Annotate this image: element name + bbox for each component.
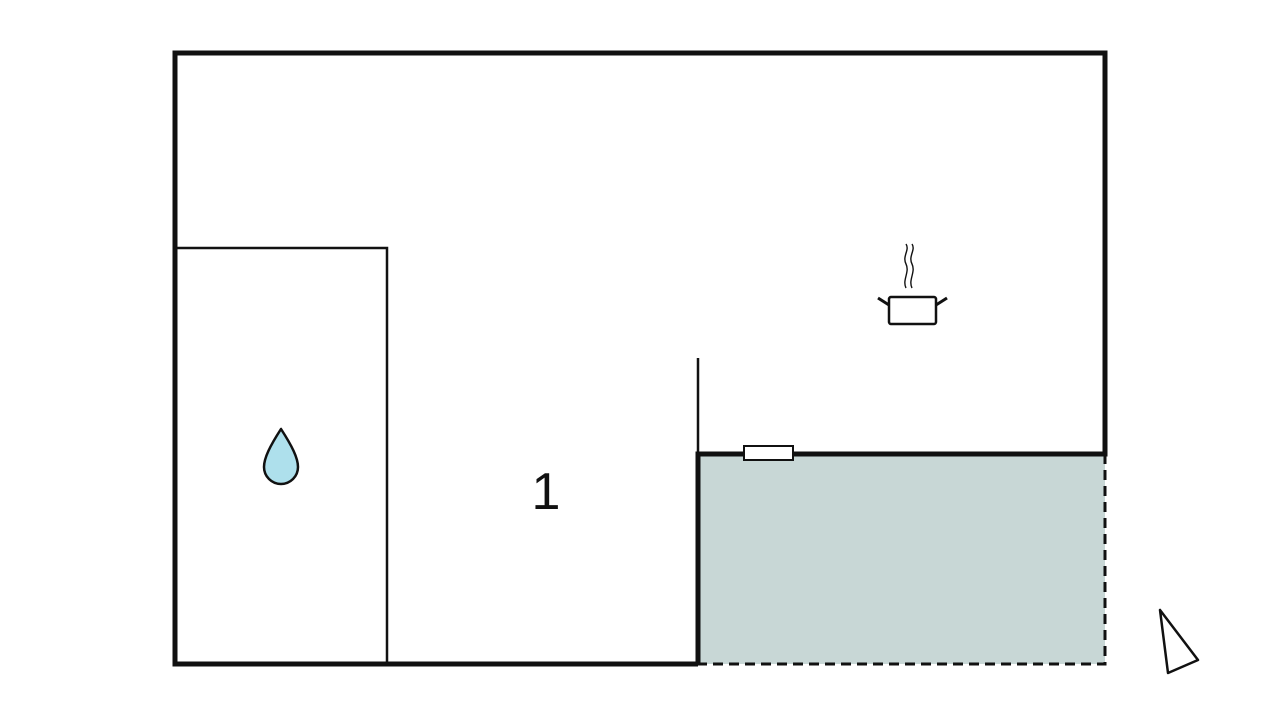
- water-drop-icon: [262, 427, 300, 486]
- terrace-dashed-border: [698, 454, 1107, 666]
- room-number-label: 1: [532, 463, 561, 521]
- terrace-area: [698, 454, 1105, 664]
- bathroom-wall: [175, 246, 389, 664]
- north-arrow-icon: [1158, 608, 1200, 675]
- terrace-door: [743, 445, 794, 461]
- cooking-pot-icon: [877, 243, 948, 326]
